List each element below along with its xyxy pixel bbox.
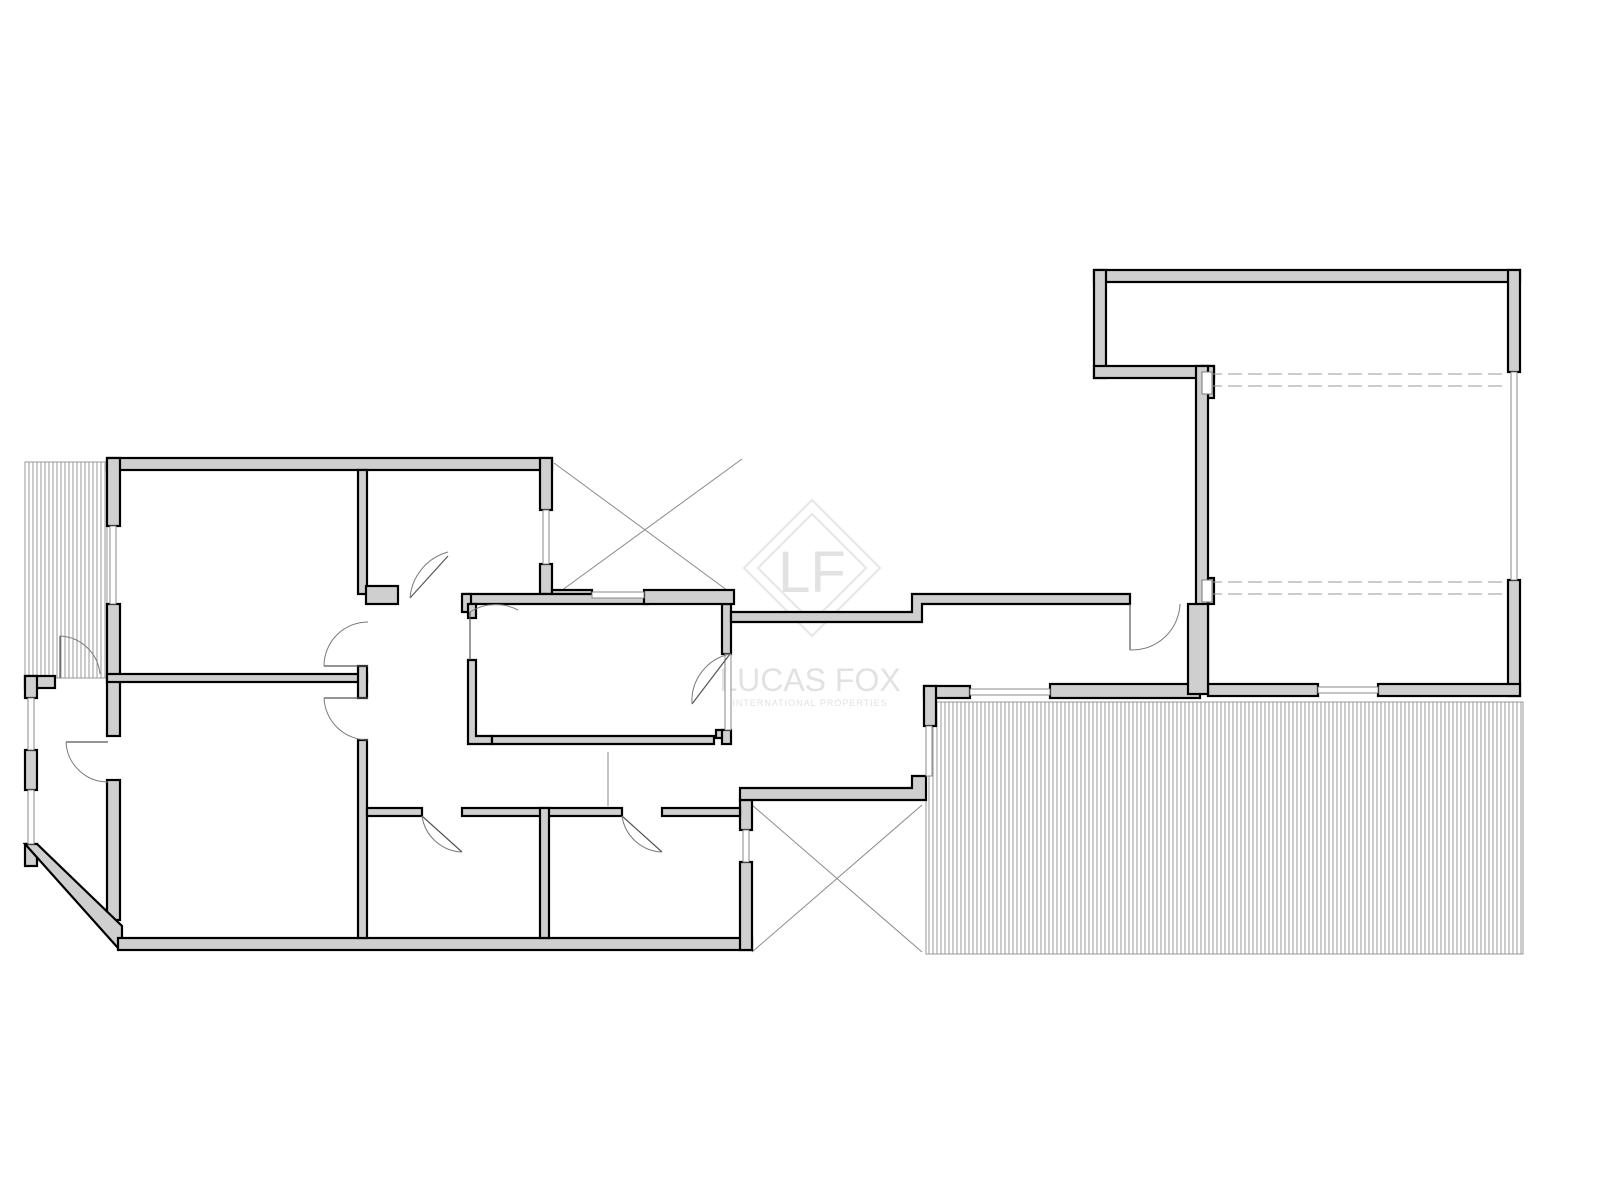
watermark-monogram: LF (778, 540, 846, 605)
left-balcony (24, 461, 108, 679)
watermark-brand: LUCAS FOX (719, 662, 900, 698)
windows (27, 371, 1518, 863)
doors (59, 551, 1181, 853)
watermark: LF LUCAS FOX INTERNATIONAL PROPERTIES (719, 498, 901, 708)
light-wells (553, 458, 923, 953)
watermark-tagline: INTERNATIONAL PROPERTIES (732, 698, 887, 708)
right-terrace (925, 701, 1524, 955)
pergola-beams (607, 371, 1508, 806)
terraces (24, 461, 1524, 955)
